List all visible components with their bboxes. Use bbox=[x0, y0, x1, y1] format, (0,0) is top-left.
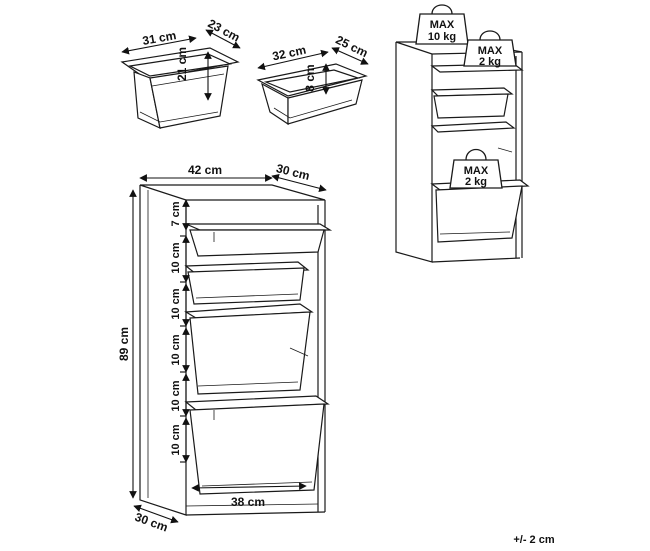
weight-2kg-shelf2-value: 2 kg bbox=[465, 176, 487, 188]
gap-dimensions: 7 cm 10 cm 10 cm 10 cm 10 cm 10 cm bbox=[170, 199, 190, 463]
gap-label-6: 10 cm bbox=[170, 424, 182, 455]
cabinet-bottom-depth-label: 30 cm bbox=[133, 510, 170, 535]
cabinet-depth-label: 30 cm bbox=[275, 161, 311, 183]
load-cabinet-drawing bbox=[395, 41, 530, 263]
cabinet-width-label: 42 cm bbox=[188, 163, 222, 177]
cabinet-height-label: 89 cm bbox=[117, 327, 131, 361]
cabinet-height-dimension: 89 cm bbox=[117, 189, 137, 499]
cabinet-drawing bbox=[139, 184, 333, 516]
inner-width-dimension: 38 cm bbox=[191, 482, 307, 509]
small-bin-height-dimension: 21 cm bbox=[175, 47, 212, 101]
flat-bin-depth-label: 25 cm bbox=[333, 33, 370, 61]
gap-label-2: 10 cm bbox=[170, 242, 182, 273]
tolerance-note: +/- 2 cm bbox=[513, 534, 554, 546]
gap-label-1: 7 cm bbox=[170, 201, 182, 226]
small-bin-width-label: 31 cm bbox=[141, 28, 177, 48]
flat-bin-height-label: 8 cm bbox=[303, 64, 317, 91]
flat-bin-depth-dimension: 25 cm bbox=[331, 33, 370, 65]
small-bin-depth-dimension: 23 cm bbox=[205, 16, 243, 49]
cabinet-depth-dimension: 30 cm bbox=[271, 161, 327, 192]
weight-2kg-shelf2-max: MAX bbox=[464, 165, 489, 177]
weight-2kg-shelf2: MAX 2 kg bbox=[449, 148, 503, 189]
gap-label-4: 10 cm bbox=[170, 334, 182, 365]
weight-2kg-shelf1-value: 2 kg bbox=[479, 56, 501, 68]
weight-10kg-max: MAX bbox=[430, 19, 455, 31]
flat-bin-drawing bbox=[256, 63, 368, 126]
gap-label-5: 10 cm bbox=[170, 380, 182, 411]
gap-label-3: 10 cm bbox=[170, 288, 182, 319]
cabinet-width-dimension: 42 cm bbox=[139, 163, 273, 182]
inner-width-label: 38 cm bbox=[231, 495, 265, 509]
small-bin-depth-label: 23 cm bbox=[206, 16, 243, 44]
flat-bin-width-label: 32 cm bbox=[271, 43, 307, 64]
small-bin-width-dimension: 31 cm bbox=[121, 28, 197, 55]
weight-2kg-shelf1-max: MAX bbox=[478, 45, 503, 57]
weight-2kg-shelf1: MAX 2 kg bbox=[463, 30, 517, 68]
weight-10kg: MAX 10 kg bbox=[415, 4, 469, 45]
small-bin-height-label: 21 cm bbox=[175, 47, 189, 81]
flat-bin-width-dimension: 32 cm bbox=[257, 43, 329, 71]
weight-10kg-value: 10 kg bbox=[428, 31, 456, 43]
flat-bin-height-dimension: 8 cm bbox=[303, 63, 330, 95]
